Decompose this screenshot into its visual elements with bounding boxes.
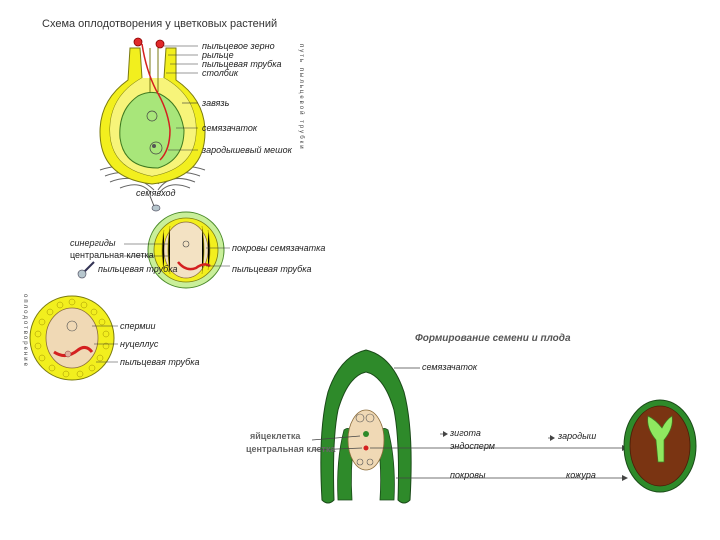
label-embryo: зародыш xyxy=(558,431,597,441)
label-style: столбик xyxy=(202,68,239,78)
label-ovule-walls: покровы семязачатка xyxy=(232,243,326,253)
small-pollen-drawing xyxy=(77,261,95,279)
label-ovary: завязь xyxy=(202,98,230,108)
label-ovule-top: семязачаток xyxy=(202,123,258,133)
fertilization-circle-leaders xyxy=(92,325,118,363)
pistil-drawing xyxy=(99,37,206,212)
label-pollen-grain: пыльцевое зерно xyxy=(202,41,275,51)
label-seed-egg-cell: яйцеклетка xyxy=(250,431,301,441)
fertilization-vertical-label: оплодотворение xyxy=(22,294,28,368)
ovule-circle-drawing xyxy=(147,211,225,289)
ovule-circle-leaders xyxy=(124,243,230,267)
label-central-cell-mid: центральная клетка xyxy=(70,250,154,260)
label-pollen-tube-top: пыльцевая трубка xyxy=(202,59,282,69)
pistil-title: Схема оплодотворения у цветковых растени… xyxy=(42,18,278,30)
label-pollen-tube-right: пыльцевая трубка xyxy=(232,264,312,274)
seed-formation-drawing xyxy=(320,349,412,504)
seed-leader-lines xyxy=(311,367,622,479)
label-seed-ovule: семязачаток xyxy=(422,362,478,372)
label-embryo-sac: зародышевый мешок xyxy=(202,145,292,155)
label-nucellus: нуцеллус xyxy=(120,339,159,349)
label-micropyle: семявход xyxy=(136,188,176,198)
label-pollen-tube-mid: пыльцевая трубка xyxy=(98,264,178,274)
label-seed-central-cell: центральная клетка xyxy=(246,444,336,454)
seed-arrows xyxy=(443,431,628,481)
seed-formation-title: Формирование семени и плода xyxy=(415,333,571,344)
label-sperm: спермии xyxy=(120,321,156,331)
label-endosperm: эндосперм xyxy=(450,441,495,451)
label-seed-coat: кожура xyxy=(566,470,596,480)
pollen-tube-path-vertical-label: путь пыльцевой трубки xyxy=(298,44,304,151)
label-stigma: рыльце xyxy=(202,50,234,60)
label-integuments: покровы xyxy=(450,470,486,480)
label-synergids: синергиды xyxy=(70,238,116,248)
mature-seed-drawing xyxy=(623,399,697,493)
pistil-leader-lines xyxy=(164,45,198,151)
fertilization-circle-drawing xyxy=(29,295,115,381)
label-pollen-tube-left: пыльцевая трубка xyxy=(120,357,200,367)
label-zygote: зигота xyxy=(450,428,481,438)
